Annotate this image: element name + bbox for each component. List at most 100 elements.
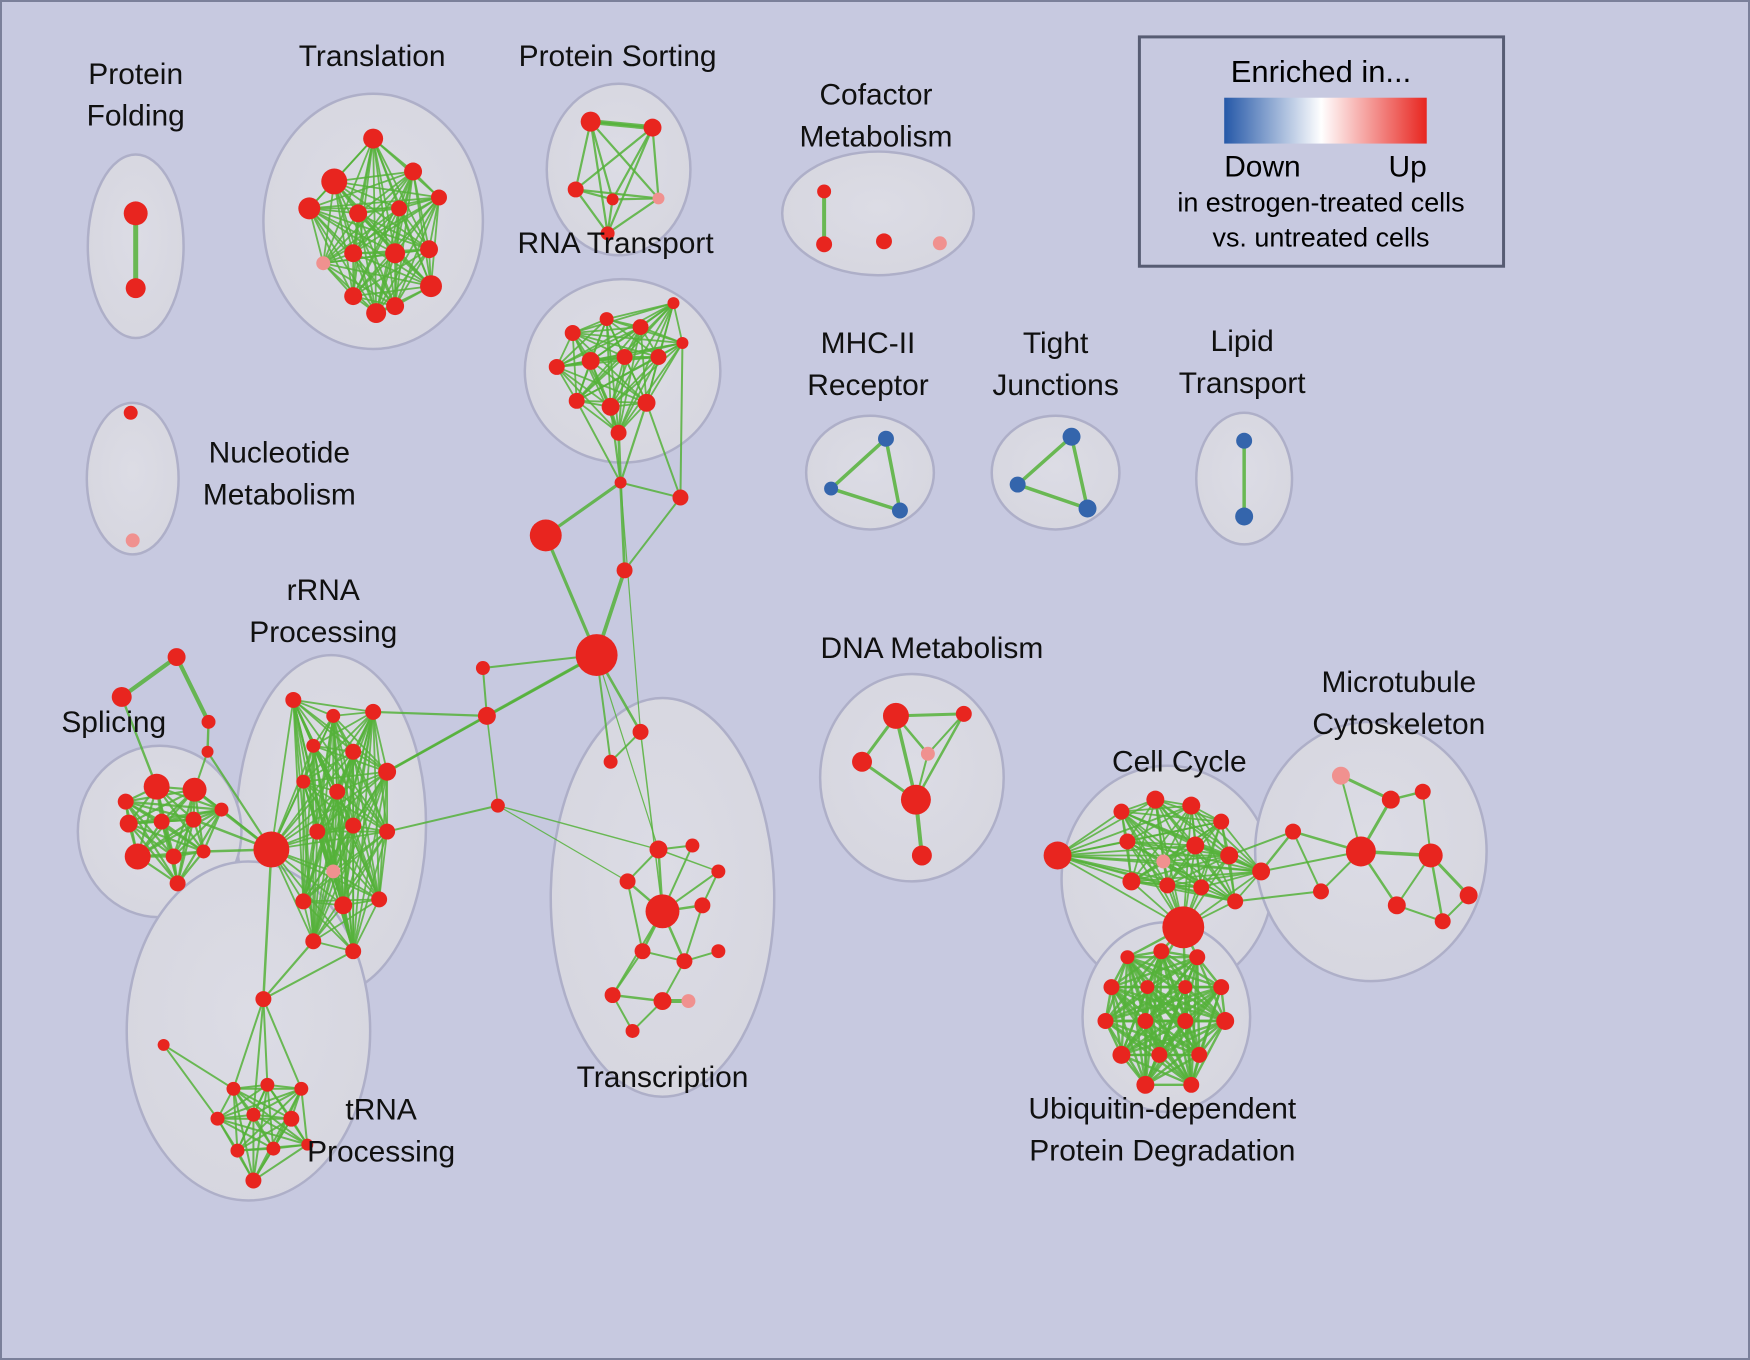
cluster-ellipse-mhc-ii-receptor xyxy=(804,414,936,531)
node-tight-junctions xyxy=(1078,499,1097,518)
node-mhc-ii-receptor xyxy=(877,430,894,447)
node-splicing xyxy=(153,813,170,830)
network-edge xyxy=(386,804,499,833)
node-ubiquitin-degradation xyxy=(1140,980,1155,995)
network-edge xyxy=(124,800,175,858)
node-dna-metabolism xyxy=(955,705,972,722)
node-cell-cycle xyxy=(1182,796,1201,815)
node-transcription xyxy=(634,943,651,960)
cluster-label-protein-folding: Protein xyxy=(88,58,183,91)
cluster-label-rrna-processing: Processing xyxy=(249,616,397,649)
node-translation xyxy=(344,244,363,263)
network-edge xyxy=(609,342,684,408)
network-edge xyxy=(651,126,660,200)
node-trna-processing xyxy=(301,1138,314,1151)
legend-caption-line2: vs. untreated cells xyxy=(1213,222,1430,252)
node-connector xyxy=(616,562,633,579)
network-edge xyxy=(1015,482,1090,511)
node-rna-transport xyxy=(667,297,680,310)
network-edge xyxy=(1190,804,1263,873)
network-edge xyxy=(574,126,654,191)
network-edge xyxy=(1184,1019,1193,1087)
network-edge xyxy=(333,180,355,298)
node-microtubule-cytoskeleton xyxy=(1434,913,1451,930)
node-connector xyxy=(167,648,186,667)
network-edge xyxy=(333,180,440,199)
network-edge xyxy=(611,126,654,201)
network-edge xyxy=(357,170,414,215)
network-edge xyxy=(1126,840,1169,887)
network-edge xyxy=(332,714,389,773)
network-edge xyxy=(270,830,389,851)
node-lipid-transport xyxy=(1236,432,1253,449)
network-edge xyxy=(1144,1019,1227,1087)
cluster-label-transcription: Transcription xyxy=(577,1061,749,1094)
network-edge xyxy=(119,654,179,700)
node-cofactor-metabolism xyxy=(816,236,833,253)
node-nucleotide-metabolism xyxy=(123,405,138,420)
cluster-label-nucleotide-metabolism: Nucleotide xyxy=(209,437,350,470)
node-transcription xyxy=(711,864,726,879)
network-edge xyxy=(302,780,355,827)
node-rrna-processing xyxy=(253,831,290,868)
node-rrna-processing xyxy=(378,762,397,781)
network-edge xyxy=(623,496,682,572)
network-edge xyxy=(926,712,965,755)
legend-gradient-bar xyxy=(1224,97,1427,144)
network-edge xyxy=(372,137,396,255)
network-edge xyxy=(352,207,400,255)
legend-up-label: Up xyxy=(1388,150,1426,183)
network-edge xyxy=(124,800,223,811)
legend-down-label: Down xyxy=(1224,150,1300,183)
network-edge xyxy=(398,207,432,288)
cluster-label-protein-sorting: Protein Sorting xyxy=(519,40,717,73)
network-edge xyxy=(332,870,381,901)
node-transcription xyxy=(649,840,668,859)
cluster-label-lipid-transport: Transport xyxy=(1179,367,1307,400)
network-edge xyxy=(1120,1053,1193,1087)
network-edge xyxy=(619,481,642,733)
node-rrna-processing xyxy=(309,823,326,840)
node-rna-transport xyxy=(650,348,667,365)
node-rna-transport xyxy=(610,424,627,441)
network-edge xyxy=(206,750,273,851)
node-rna-transport xyxy=(568,392,585,409)
network-edge xyxy=(292,699,305,903)
node-protein-sorting xyxy=(643,118,662,137)
node-cell-cycle xyxy=(1213,813,1230,830)
cluster-label-rna-transport: RNA Transport xyxy=(517,227,714,260)
network-edge xyxy=(609,356,660,408)
network-edge xyxy=(352,252,396,298)
network-edge xyxy=(322,212,360,265)
network-edge xyxy=(302,750,355,783)
network-edge xyxy=(232,998,265,1090)
node-microtubule-cytoskeleton xyxy=(1387,896,1406,915)
network-edge xyxy=(1069,434,1090,511)
network-edge xyxy=(252,1143,309,1182)
network-edge xyxy=(596,654,660,851)
node-rrna-processing xyxy=(334,896,353,915)
network-edge xyxy=(1158,1019,1227,1057)
network-edge xyxy=(308,196,440,210)
node-cell-cycle xyxy=(1156,854,1171,869)
network-edge xyxy=(672,302,684,344)
node-ubiquitin-degradation xyxy=(1189,949,1206,966)
network-edge xyxy=(829,486,902,513)
cluster-label-cofactor-metabolism: Metabolism xyxy=(800,121,953,154)
node-splicing xyxy=(124,843,151,870)
network-edge xyxy=(1126,820,1223,843)
network-edge xyxy=(162,1043,219,1120)
node-translation xyxy=(386,297,405,316)
node-ubiquitin-degradation xyxy=(1137,1013,1154,1029)
network-edge xyxy=(1104,985,1223,1023)
network-edge xyxy=(1144,1019,1193,1087)
node-transcription xyxy=(645,894,680,929)
network-edge xyxy=(430,196,440,288)
legend-title: Enriched in... xyxy=(1231,54,1411,89)
node-protein-folding xyxy=(125,278,146,299)
network-edge xyxy=(322,170,414,265)
cluster-label-nucleotide-metabolism: Metabolism xyxy=(203,479,356,512)
cluster-label-trna-processing: tRNA xyxy=(345,1094,417,1127)
network-edge xyxy=(1130,798,1157,883)
cluster-label-protein-folding: Folding xyxy=(87,100,185,133)
